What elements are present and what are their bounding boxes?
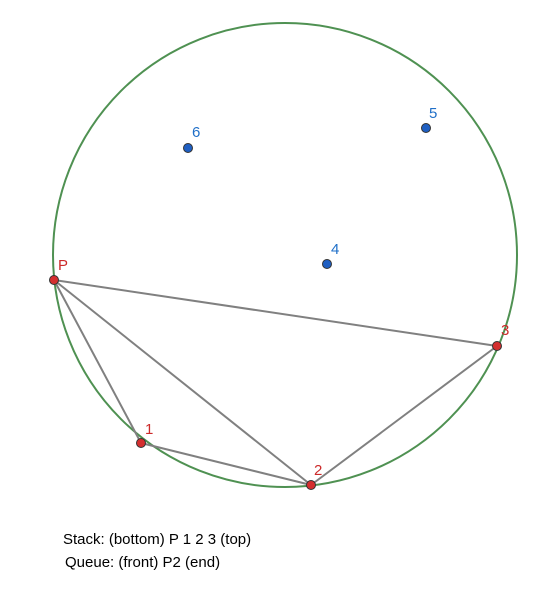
edge-P-1 bbox=[53, 279, 142, 444]
edge-P-3 bbox=[53, 279, 498, 347]
bounding-circle bbox=[52, 22, 518, 488]
point-1[interactable] bbox=[136, 438, 146, 448]
stack-status-text: Stack: (bottom) P 1 2 3 (top) bbox=[63, 531, 252, 548]
edge-2-3 bbox=[310, 345, 498, 486]
point-label-2: 2 bbox=[314, 462, 322, 479]
point-label-6: 6 bbox=[192, 124, 200, 141]
labels-layer: P 1 2 3 4 5 6 bbox=[58, 105, 509, 479]
point-label-5: 5 bbox=[429, 105, 437, 122]
point-2[interactable] bbox=[306, 480, 316, 490]
point-6[interactable] bbox=[183, 143, 193, 153]
point-P[interactable] bbox=[49, 275, 59, 285]
point-label-P: P bbox=[58, 257, 68, 274]
diagram-canvas: P 1 2 3 4 5 6 bbox=[49, 22, 518, 490]
edge-1-2 bbox=[140, 442, 312, 486]
point-5[interactable] bbox=[421, 123, 431, 133]
point-label-3: 3 bbox=[501, 322, 509, 339]
queue-status-text: Queue: (front) P2 (end) bbox=[65, 554, 221, 571]
point-4[interactable] bbox=[322, 259, 332, 269]
point-3[interactable] bbox=[492, 341, 502, 351]
edges-layer bbox=[53, 279, 498, 486]
edge-P-2 bbox=[53, 279, 312, 486]
point-label-1: 1 bbox=[145, 421, 153, 438]
points-layer bbox=[49, 123, 502, 490]
point-label-4: 4 bbox=[331, 241, 339, 258]
